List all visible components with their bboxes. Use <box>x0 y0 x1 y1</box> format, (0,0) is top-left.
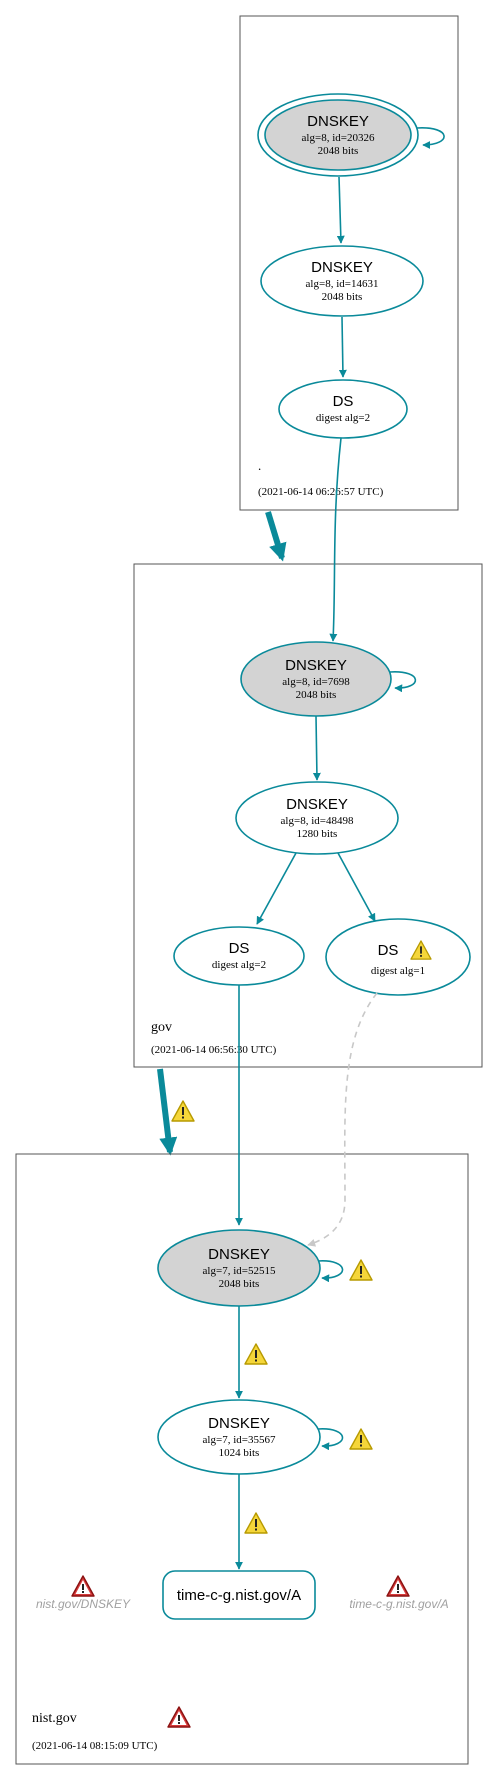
warning-triangle-icon[interactable] <box>171 1100 195 1122</box>
node-detail: 1024 bits <box>219 1447 260 1459</box>
error-triangle-icon[interactable] <box>386 1575 410 1597</box>
zone-root-box <box>239 15 459 511</box>
node-detail: alg=8, id=48498 <box>281 815 354 827</box>
node-detail: 1280 bits <box>297 828 338 840</box>
node-detail: alg=8, id=20326 <box>302 132 375 144</box>
node-title: DNSKEY <box>307 113 369 130</box>
node-title: DS <box>378 942 399 959</box>
node-root-zsk[interactable]: DNSKEY alg=8, id=14631 2048 bits <box>260 245 424 317</box>
zone-nist-name: nist.gov <box>32 1711 77 1726</box>
node-root-ksk[interactable]: DNSKEY alg=8, id=20326 2048 bits <box>257 93 419 177</box>
node-detail: 2048 bits <box>322 291 363 303</box>
node-detail: digest alg=1 <box>371 965 425 977</box>
zone-nist-timestamp: (2021-06-14 08:15:09 UTC) <box>32 1740 158 1752</box>
node-gov-ds-alg1[interactable]: DS digest alg=1 <box>325 918 471 996</box>
node-title: time-c-g.nist.gov/A <box>177 1587 301 1604</box>
delegation-root-gov <box>265 511 287 562</box>
node-detail: 2048 bits <box>296 689 337 701</box>
node-title: DNSKEY <box>286 796 348 813</box>
warning-triangle-icon[interactable] <box>244 1343 268 1365</box>
edge-gov-zsk-ds2 <box>256 852 297 925</box>
node-nist-rr[interactable]: time-c-g.nist.gov/A <box>162 1570 316 1620</box>
edge-gov-zsk-ds1 <box>337 852 376 922</box>
self-sign-edge <box>317 1428 344 1451</box>
node-detail: alg=8, id=14631 <box>306 278 379 290</box>
delegation-gov-nist <box>157 1068 178 1156</box>
zone-gov-box <box>133 563 483 1068</box>
node-gov-zsk[interactable]: DNSKEY alg=8, id=48498 1280 bits <box>235 781 399 855</box>
node-gov-ksk[interactable]: DNSKEY alg=8, id=7698 2048 bits <box>240 641 392 717</box>
edge-gov-ksk-zsk <box>312 715 321 781</box>
node-nist-ksk[interactable]: DNSKEY alg=7, id=52515 2048 bits <box>157 1229 321 1307</box>
zone-root-timestamp: (2021-06-14 06:26:57 UTC) <box>258 486 384 498</box>
node-detail: alg=7, id=35567 <box>203 1434 276 1446</box>
zone-gov-timestamp: (2021-06-14 06:56:30 UTC) <box>151 1044 277 1056</box>
node-gov-ds-alg2[interactable]: DS digest alg=2 <box>173 926 305 986</box>
edge-root-ksk-zsk <box>336 176 345 244</box>
node-detail: alg=7, id=52515 <box>203 1265 276 1277</box>
edge-root-ds-gov-ksk <box>329 437 342 642</box>
node-title: DS <box>229 940 250 957</box>
node-title: DNSKEY <box>311 259 373 276</box>
zone-gov-name: gov <box>151 1020 172 1035</box>
error-triangle-icon[interactable] <box>167 1706 191 1728</box>
node-detail: digest alg=2 <box>212 959 266 971</box>
missing-rr-label: time-c-g.nist.gov/A <box>349 1597 448 1611</box>
self-sign-edge <box>317 1260 344 1283</box>
node-detail: digest alg=2 <box>316 412 370 424</box>
node-detail: 2048 bits <box>219 1278 260 1290</box>
zone-root-name: . <box>258 458 261 473</box>
zone-nist-box <box>15 1153 469 1765</box>
self-sign-edge <box>416 127 445 149</box>
warning-triangle-icon[interactable] <box>349 1428 373 1450</box>
edge-gov-ds1-nist-ksk-dashed <box>307 992 378 1247</box>
node-detail: 2048 bits <box>318 145 359 157</box>
warning-triangle-icon[interactable] <box>244 1512 268 1534</box>
missing-dnskey-label: nist.gov/DNSKEY <box>36 1597 131 1611</box>
node-title: DNSKEY <box>208 1415 270 1432</box>
node-detail: alg=8, id=7698 <box>282 676 350 688</box>
node-title: DNSKEY <box>285 657 347 674</box>
node-title: DS <box>333 393 354 410</box>
node-nist-zsk[interactable]: DNSKEY alg=7, id=35567 1024 bits <box>157 1399 321 1475</box>
error-triangle-icon[interactable] <box>71 1575 95 1597</box>
edge-root-zsk-ds <box>338 316 347 378</box>
node-root-ds[interactable]: DS digest alg=2 <box>278 379 408 439</box>
warning-triangle-icon[interactable] <box>349 1259 373 1281</box>
self-sign-edge <box>389 671 417 693</box>
node-title: DNSKEY <box>208 1246 270 1263</box>
